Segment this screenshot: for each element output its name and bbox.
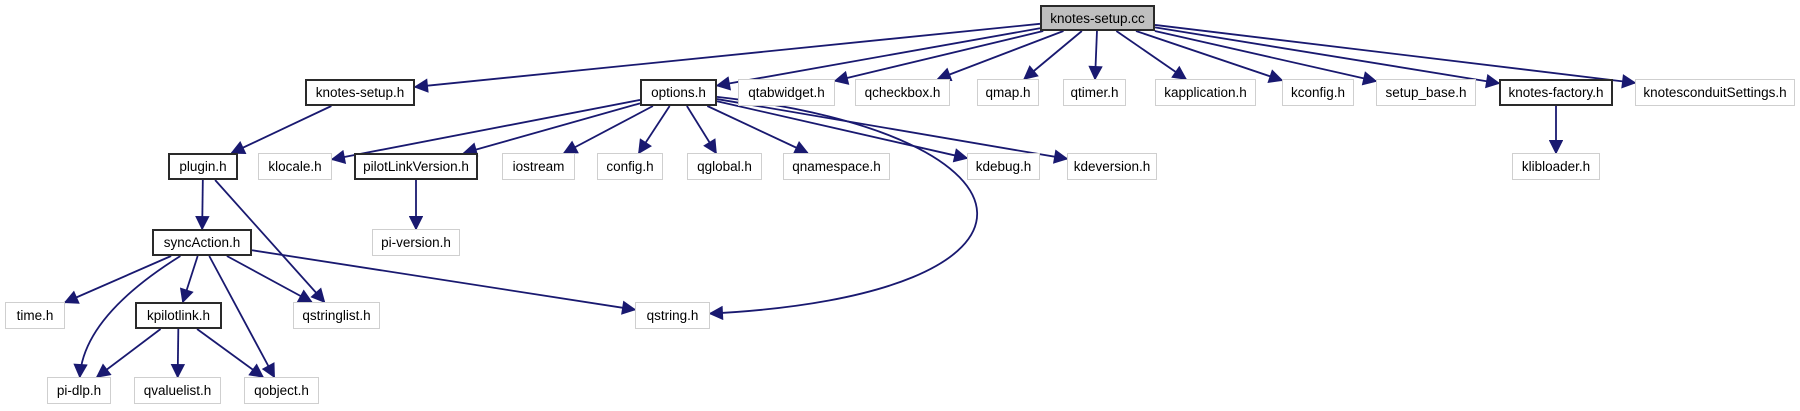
edge-kpilotlink-h-to-qobject-h	[196, 328, 265, 378]
node-qcheckbox-h: qcheckbox.h	[855, 79, 950, 106]
edge-options-h-to-kdebug-h	[716, 100, 969, 163]
node-pi-version-h: pi-version.h	[372, 229, 460, 256]
node-klocale-h: klocale.h	[258, 153, 332, 180]
node-label: qmap.h	[985, 85, 1031, 100]
edge-knotes-setup-cc-to-qtabwidget-h	[833, 30, 1044, 85]
edge-kpilotlink-h-to-qvaluelist-h	[170, 328, 186, 379]
node-label: knotes-factory.h	[1508, 85, 1604, 100]
node-label: pi-version.h	[381, 235, 451, 250]
node-label: plugin.h	[179, 159, 227, 174]
node-qstringlist-h: qstringlist.h	[293, 302, 380, 329]
edge-syncaction-h-to-time-h	[63, 255, 172, 304]
node-label: iostream	[512, 159, 565, 174]
edge-knotes-setup-cc-to-options-h	[715, 27, 1041, 91]
node-label: qobject.h	[254, 383, 309, 398]
node-time-h: time.h	[5, 302, 65, 329]
node-label: klocale.h	[268, 159, 322, 174]
edge-knotes-setup-cc-to-qmap-h	[1023, 30, 1083, 80]
node-setup-base-h: setup_base.h	[1376, 79, 1476, 106]
node-qnamespace-h: qnamespace.h	[783, 153, 890, 180]
node-label: pilotLinkVersion.h	[363, 159, 469, 174]
edge-options-h-to-klocale-h	[330, 99, 641, 164]
node-iostream: iostream	[502, 153, 575, 180]
node-kpilotlink-h[interactable]: kpilotlink.h	[135, 302, 222, 329]
node-label: kdebug.h	[975, 159, 1032, 174]
node-label: qtimer.h	[1070, 85, 1119, 100]
node-klibloader-h: klibloader.h	[1512, 153, 1600, 180]
node-label: time.h	[16, 308, 54, 323]
edge-knotes-setup-cc-to-knotesconduitsettings-h	[1154, 24, 1637, 89]
node-qvaluelist-h: qvaluelist.h	[134, 377, 221, 404]
node-plugin-h[interactable]: plugin.h	[168, 153, 238, 180]
node-knotes-factory-h[interactable]: knotes-factory.h	[1499, 79, 1613, 106]
node-label: kapplication.h	[1164, 85, 1247, 100]
node-label: qglobal.h	[697, 159, 752, 174]
edge-options-h-to-qglobal-h	[686, 105, 717, 155]
edge-options-h-to-qnamespace-h	[706, 105, 809, 155]
node-label: options.h	[651, 85, 706, 100]
node-label: kdeversion.h	[1073, 159, 1151, 174]
node-label: pi-dlp.h	[56, 383, 102, 398]
edge-options-h-to-kdeversion-h	[716, 98, 1069, 164]
node-label: qtabwidget.h	[748, 85, 825, 100]
node-qmap-h: qmap.h	[977, 79, 1039, 106]
edge-syncaction-h-to-pi-dlp-h	[73, 255, 181, 379]
node-label: qvaluelist.h	[143, 383, 212, 398]
node-qtimer-h: qtimer.h	[1063, 79, 1126, 106]
edge-knotes-setup-cc-to-setup-base-h	[1154, 30, 1378, 86]
edge-plugin-h-to-qstringlist-h	[214, 179, 326, 304]
node-label: kpilotlink.h	[146, 308, 211, 323]
node-label: config.h	[606, 159, 654, 174]
edge-knotes-setup-cc-to-knotes-setup-h	[413, 22, 1041, 93]
edge-syncaction-h-to-qobject-h	[208, 255, 276, 379]
node-label: knotes-setup.h	[315, 85, 405, 100]
node-qstring-h: qstring.h	[635, 302, 710, 329]
node-label: klibloader.h	[1521, 159, 1591, 174]
node-qobject-h: qobject.h	[244, 377, 319, 404]
node-kdeversion-h: kdeversion.h	[1067, 153, 1157, 180]
node-label: syncAction.h	[163, 235, 241, 250]
node-label: qstring.h	[646, 308, 699, 323]
edge-options-h-to-iostream	[562, 105, 654, 154]
edge-syncaction-h-to-kpilotlink-h	[179, 255, 199, 304]
edge-syncaction-h-to-qstringlist-h	[226, 255, 313, 303]
node-label: qstringlist.h	[302, 308, 371, 323]
node-label: setup_base.h	[1385, 85, 1467, 100]
edge-knotes-setup-cc-to-knotes-factory-h	[1154, 26, 1501, 89]
node-label: qnamespace.h	[792, 159, 881, 174]
edge-options-h-to-config-h	[638, 105, 671, 155]
node-knotesconduitsettings-h: knotesconduitSettings.h	[1635, 79, 1795, 106]
node-label: knotes-setup.cc	[1050, 10, 1145, 26]
edge-knotes-setup-cc-to-kconfig-h	[1135, 30, 1284, 84]
edge-knotes-setup-cc-to-qtimer-h	[1088, 30, 1103, 81]
edge-options-h-to-pilotlinkversion-h	[462, 102, 641, 157]
edge-kpilotlink-h-to-pi-dlp-h	[95, 328, 162, 378]
node-options-h[interactable]: options.h	[640, 79, 717, 106]
node-knotes-setup-cc: knotes-setup.cc	[1040, 5, 1155, 31]
node-kconfig-h: kconfig.h	[1282, 79, 1354, 106]
node-config-h: config.h	[597, 153, 663, 180]
edge-syncaction-h-to-qstring-h	[251, 249, 637, 315]
node-pi-dlp-h: pi-dlp.h	[47, 377, 111, 404]
edge-knotes-setup-h-to-plugin-h	[230, 105, 332, 154]
node-knotes-setup-h[interactable]: knotes-setup.h	[305, 79, 415, 106]
edge-plugin-h-to-syncaction-h	[195, 179, 210, 231]
edge-knotes-setup-cc-to-kapplication-h	[1115, 30, 1188, 80]
node-kdebug-h: kdebug.h	[967, 153, 1040, 180]
node-pilotlinkversion-h[interactable]: pilotLinkVersion.h	[354, 153, 478, 180]
node-kapplication-h: kapplication.h	[1155, 79, 1256, 106]
node-qglobal-h: qglobal.h	[687, 153, 762, 180]
node-label: qcheckbox.h	[864, 85, 941, 100]
edge-options-h-to-qstring-h	[708, 95, 979, 321]
edge-knotes-setup-cc-to-qcheckbox-h	[936, 30, 1064, 82]
node-label: knotesconduitSettings.h	[1643, 85, 1787, 100]
node-syncaction-h[interactable]: syncAction.h	[152, 229, 252, 256]
node-qtabwidget-h: qtabwidget.h	[738, 79, 835, 106]
node-label: kconfig.h	[1290, 85, 1346, 100]
